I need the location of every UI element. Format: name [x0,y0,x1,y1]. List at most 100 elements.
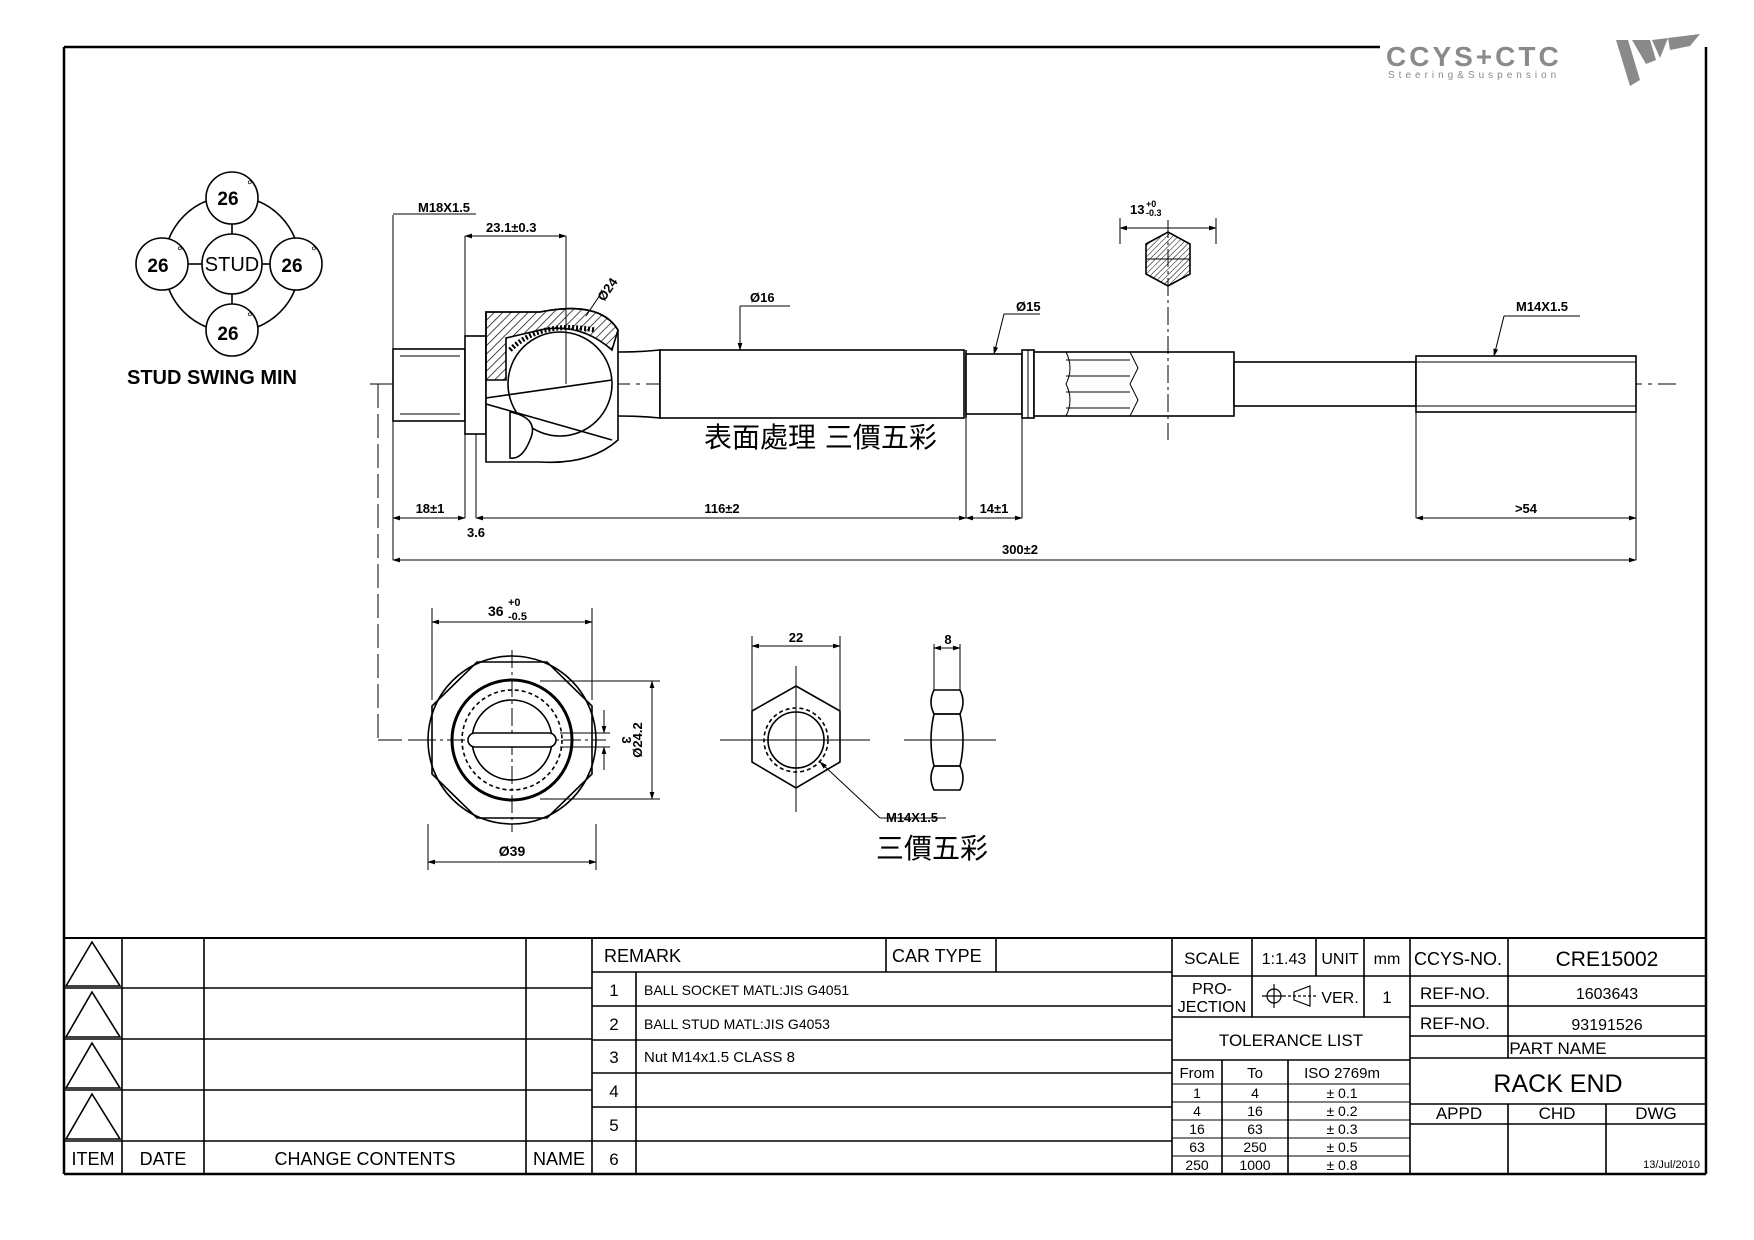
svg-text:°: ° [311,243,317,259]
ref-no-value-1: 1603643 [1576,986,1638,1003]
remark-row-text: BALL SOCKET MATL:JIS G4051 [644,982,849,998]
ccys-no-value: CRE15002 [1556,948,1659,971]
swing-angle-right: 26 [281,256,302,277]
dim-14: 14±1 [980,501,1009,516]
dim-d39: Ø39 [499,843,526,859]
drawing-frame [62,45,1708,1176]
ccys-no-label: CCYS-NO. [1414,949,1502,969]
tol-header-from: From [1180,1065,1215,1082]
dim-3: 3 [619,736,634,743]
tol-header-to: To [1247,1065,1263,1082]
appd-label: APPD [1436,1104,1482,1123]
chd-label: CHD [1539,1104,1576,1123]
unit-value: mm [1374,951,1401,968]
swing-angle-bottom: 26 [217,324,238,345]
tolerance-rows: 1 4 ± 0.1 4 16 ± 0.2 16 63 ± 0.3 63 250 … [1185,1085,1357,1173]
rev-header-item: ITEM [72,1149,115,1169]
hex-nut-front-view [720,636,946,819]
rack-end-side-view [370,220,1676,464]
remark-row-text: Nut M14x1.5 CLASS 8 [644,1049,795,1066]
dim-d24: Ø24 [594,274,621,303]
rev-header-date: DATE [140,1149,187,1169]
ref-no-value-2: 93191526 [1571,1017,1642,1034]
nut-finish-note: 三價五彩 [876,832,988,865]
svg-text:250: 250 [1243,1139,1267,1155]
svg-text:-0.5: -0.5 [508,611,527,623]
svg-text:± 0.1: ± 0.1 [1326,1085,1357,1101]
remark-row-no: 3 [609,1048,618,1067]
dim-nut36: 36 [488,603,504,619]
svg-text:± 0.2: ± 0.2 [1326,1103,1357,1119]
svg-text:+0: +0 [508,597,521,609]
svg-text:250: 250 [1185,1157,1209,1173]
dim-d24-2: Ø24.2 [630,722,645,757]
remark-row-text: BALL STUD MATL:JIS G4053 [644,1016,830,1032]
stud-swing-caption: STUD SWING MIN [127,367,297,389]
svg-text:4: 4 [1251,1085,1259,1101]
dim-18: 18±1 [416,501,445,516]
dwg-label: DWG [1635,1104,1677,1123]
svg-text:-0.3: -0.3 [1146,208,1162,218]
dim-23: 23.1±0.3 [486,220,537,235]
svg-text:63: 63 [1189,1139,1205,1155]
svg-text:1000: 1000 [1239,1157,1270,1173]
swing-angle-top: 26 [217,189,238,210]
svg-text:± 0.3: ± 0.3 [1326,1121,1357,1137]
dim-d15: Ø15 [1016,299,1041,314]
remark-row-no: 1 [609,981,618,1000]
dim-hex22: 22 [789,630,803,645]
projection-symbol-icon [1262,984,1316,1008]
stud-label: STUD [205,254,259,276]
remark-row-no: 4 [609,1082,618,1101]
svg-text:+0: +0 [1146,199,1156,209]
dim-m14-nut: M14X1.5 [886,810,938,825]
scale-value: 1:1.43 [1262,951,1307,968]
svg-text:63: 63 [1247,1121,1263,1137]
tol-header-iso: ISO 2769m [1304,1065,1380,1082]
company-logo: CCYS+CTC Steering&Suspension [1386,34,1700,86]
dim-116: 116±2 [704,501,739,516]
svg-text:°: ° [247,309,253,325]
ver-value: 1 [1382,988,1391,1007]
svg-text:Steering&Suspension: Steering&Suspension [1388,70,1560,81]
tolerance-title: TOLERANCE LIST [1219,1031,1363,1050]
socket-end-view [418,608,660,870]
svg-text:CCYS+CTC: CCYS+CTC [1386,41,1562,72]
drawing-date: 13/Jul/2010 [1643,1159,1700,1171]
svg-text:°: ° [247,177,253,193]
rev-header-name: NAME [533,1149,585,1169]
dim-d16: Ø16 [750,290,775,305]
dim-m18: M18X1.5 [418,200,470,215]
remark-label: REMARK [604,946,681,966]
svg-text:16: 16 [1247,1103,1263,1119]
svg-text:1: 1 [1193,1085,1201,1101]
svg-text:°: ° [177,243,183,259]
svg-text:4: 4 [1193,1103,1201,1119]
svg-text:16: 16 [1189,1121,1205,1137]
swing-angle-left: 26 [147,256,168,277]
ref-no-label-1: REF-NO. [1420,984,1490,1003]
part-name-value: RACK END [1493,1070,1622,1098]
dim-hex13: 13 [1130,202,1144,217]
dim-3-6: 3.6 [467,525,485,540]
projection-label-2: JECTION [1178,999,1246,1016]
car-type-label: CAR TYPE [892,946,982,966]
remark-row-no: 2 [609,1015,618,1034]
title-block-grid [64,937,1706,1174]
logo-swoosh-icon [1616,34,1700,86]
dim-54: >54 [1515,501,1538,516]
surface-treatment-note: 表面處理 三價五彩 [704,421,937,454]
svg-text:± 0.5: ± 0.5 [1326,1139,1357,1155]
main-dimension-lines [377,213,1637,741]
hex-nut-side-view [904,644,996,791]
remark-rows: 1 BALL SOCKET MATL:JIS G4051 2 BALL STUD… [609,981,849,1169]
remark-row-no: 5 [609,1116,618,1135]
remark-row-no: 6 [609,1150,618,1169]
dim-m14-top: M14X1.5 [1516,299,1568,314]
rev-header-change: CHANGE CONTENTS [274,1149,455,1169]
svg-text:± 0.8: ± 0.8 [1326,1157,1357,1173]
ver-label: VER. [1321,990,1358,1007]
projection-label-1: PRO- [1192,981,1232,998]
ref-no-label-2: REF-NO. [1420,1014,1490,1033]
